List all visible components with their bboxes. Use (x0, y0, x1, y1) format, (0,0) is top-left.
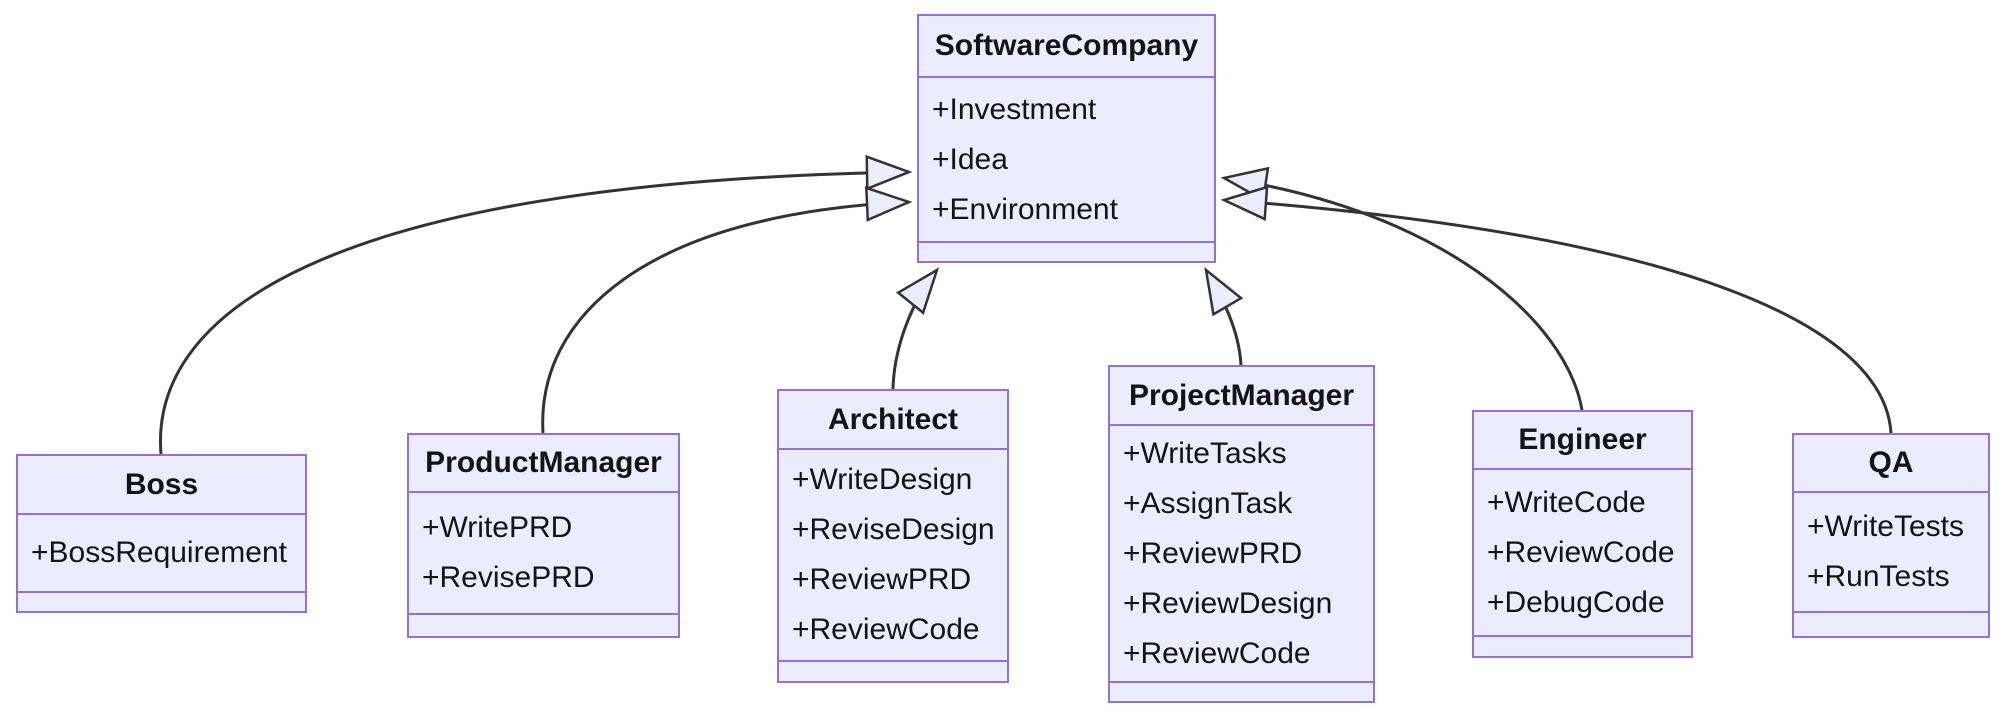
class-member: +Environment (932, 192, 1118, 226)
inheritance-edge-projectmanager (1204, 266, 1244, 366)
class-members: +WriteDesign +ReviseDesign +ReviewPRD +R… (779, 450, 1007, 660)
class-methods-empty (1474, 635, 1691, 656)
class-box-architect: Architect +WriteDesign +ReviseDesign +Re… (777, 389, 1009, 683)
inheritance-edge-architect (891, 267, 940, 390)
class-title: Boss (18, 456, 305, 515)
class-member: +RunTests (1807, 560, 1950, 593)
class-member: +WriteDesign (792, 463, 973, 496)
class-members: +BossRequirement (18, 515, 305, 591)
class-box-qa: QA +WriteTests +RunTests (1792, 433, 1990, 638)
class-member: +ReviseDesign (792, 513, 995, 546)
class-box-boss: Boss +BossRequirement (16, 454, 307, 613)
inheritance-edge-qa (1220, 185, 1893, 434)
class-methods-empty (779, 660, 1007, 681)
class-member: +Investment (932, 92, 1097, 126)
class-box-softwarecompany: SoftwareCompany +Investment +Idea +Envir… (917, 14, 1216, 263)
class-title: Engineer (1474, 412, 1691, 470)
class-member: +WriteTests (1807, 510, 1964, 543)
class-members: +WriteTasks +AssignTask +ReviewPRD +Revi… (1110, 426, 1373, 681)
class-member: +DebugCode (1487, 585, 1665, 619)
class-methods-empty (18, 591, 305, 611)
class-box-engineer: Engineer +WriteCode +ReviewCode +DebugCo… (1472, 410, 1693, 658)
class-members: +WriteTests +RunTests (1794, 493, 1988, 611)
inheritance-edge-boss (158, 154, 913, 455)
class-title: Architect (779, 391, 1007, 450)
class-members: +WriteCode +ReviewCode +DebugCode (1474, 470, 1691, 635)
class-member: +ReviewPRD (792, 563, 972, 596)
class-members: +WritePRD +RevisePRD (409, 493, 678, 613)
class-member: +WriteTasks (1123, 436, 1287, 470)
inheritance-edge-productmanager (541, 186, 913, 434)
class-members: +Investment +Idea +Environment (919, 78, 1214, 241)
class-member: +RevisePRD (422, 561, 595, 594)
class-title: ProductManager (409, 435, 678, 493)
class-box-productmanager: ProductManager +WritePRD +RevisePRD (407, 433, 680, 638)
class-member: +ReviewPRD (1123, 536, 1303, 570)
class-methods-empty (409, 613, 678, 636)
class-box-projectmanager: ProjectManager +WriteTasks +AssignTask +… (1108, 365, 1375, 703)
class-member: +ReviewDesign (1123, 586, 1333, 620)
class-methods-empty (919, 241, 1214, 261)
class-member: +WriteCode (1487, 485, 1646, 519)
class-title: SoftwareCompany (919, 16, 1214, 78)
class-methods-empty (1110, 681, 1373, 701)
class-member: +Idea (932, 142, 1008, 176)
class-title: ProjectManager (1110, 367, 1373, 426)
inheritance-edge-engineer (1220, 166, 1584, 411)
class-member: +ReviewCode (792, 613, 980, 646)
class-member: +ReviewCode (1487, 535, 1675, 569)
class-member: +BossRequirement (31, 536, 287, 569)
class-member: +AssignTask (1123, 486, 1293, 520)
class-title: QA (1794, 435, 1988, 493)
class-member: +WritePRD (422, 511, 573, 544)
class-methods-empty (1794, 611, 1988, 636)
class-member: +ReviewCode (1123, 636, 1311, 670)
